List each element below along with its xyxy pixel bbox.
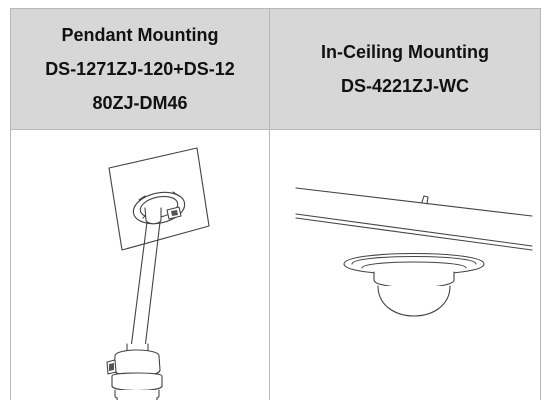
in-ceiling-title: In-Ceiling Mounting — [321, 42, 489, 62]
pendant-model-line1: DS-1271ZJ-120+DS-12 — [45, 59, 235, 79]
pendant-illustration-cell — [11, 130, 269, 400]
in-ceiling-illustration-cell — [270, 130, 540, 400]
mounting-table: Pendant Mounting DS-1271ZJ-120+DS-12 80Z… — [10, 8, 541, 400]
in-ceiling-model: DS-4221ZJ-WC — [340, 76, 470, 96]
table-header-row: Pendant Mounting DS-1271ZJ-120+DS-12 80Z… — [11, 9, 540, 130]
header-cell-in-ceiling: In-Ceiling Mounting DS-4221ZJ-WC — [270, 9, 540, 129]
pendant-model-line2: 80ZJ-DM46 — [92, 93, 188, 113]
pendant-mount-camera-illustration — [106, 147, 210, 400]
header-cell-pendant: Pendant Mounting DS-1271ZJ-120+DS-12 80Z… — [11, 9, 269, 129]
column-divider — [269, 9, 270, 400]
pendant-title: Pendant Mounting — [61, 25, 219, 45]
in-ceiling-mount-camera-illustration — [295, 187, 533, 317]
